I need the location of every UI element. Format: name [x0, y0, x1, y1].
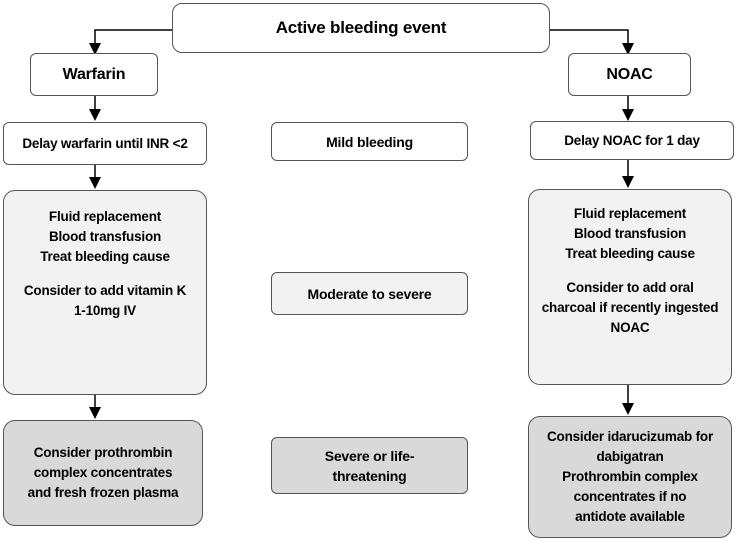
noac-severe-box: Consider idarucizumab for dabigatran Pro… — [528, 416, 732, 538]
warfarin-moderate-line-2: Blood transfusion — [48, 229, 162, 244]
warfarin-moderate-line-6: 1-10mg IV — [74, 303, 136, 318]
warfarin-box: Warfarin — [30, 53, 158, 96]
noac-mild-label: Delay NOAC for 1 day — [564, 132, 700, 148]
active-bleeding-event-box: Active bleeding event — [172, 3, 550, 53]
noac-label: NOAC — [606, 65, 653, 83]
moderate-to-severe-box: Moderate to severe — [271, 272, 468, 315]
arrow-top-to-noac — [550, 29, 634, 55]
mild-bleeding-box: Mild bleeding — [271, 122, 468, 161]
warfarin-moderate-box: Fluid replacement Blood transfusion Trea… — [3, 190, 207, 395]
warfarin-mild-label: Delay warfarin until INR <2 — [22, 135, 188, 151]
severe-life-threatening-line-1: Severe or life- — [324, 447, 415, 464]
severe-life-threatening-box: Severe or life- threatening — [271, 437, 468, 494]
warfarin-moderate-line-5: Consider to add vitamin K — [23, 283, 187, 298]
warfarin-severe-box: Consider prothrombin complex concentrate… — [3, 420, 203, 526]
warfarin-mild-box: Delay warfarin until INR <2 — [3, 122, 207, 165]
noac-severe-line-5: antidote available — [575, 509, 685, 524]
mild-bleeding-label: Mild bleeding — [326, 133, 413, 150]
noac-moderate-line-6: charcoal if recently ingested — [541, 300, 719, 315]
noac-moderate-line-1: Fluid replacement — [573, 206, 687, 221]
warfarin-moderate-line-1: Fluid replacement — [48, 209, 162, 224]
noac-moderate-line-5: Consider to add oral — [566, 280, 694, 295]
warfarin-severe-line-2: complex concentrates — [33, 465, 173, 480]
severe-life-threatening-line-2: threatening — [332, 467, 407, 484]
warfarin-label: Warfarin — [62, 65, 126, 83]
noac-moderate-line-7: NOAC — [610, 320, 650, 335]
noac-severe-line-1: Consider idarucizumab for — [546, 429, 714, 444]
noac-severe-line-4: concentrates if no — [573, 489, 687, 504]
noac-severe-line-3: Prothrombin complex — [562, 469, 698, 484]
noac-moderate-line-2: Blood transfusion — [573, 226, 687, 241]
active-bleeding-event-label: Active bleeding event — [275, 18, 447, 37]
warfarin-severe-line-1: Consider prothrombin — [33, 445, 173, 460]
moderate-to-severe-label: Moderate to severe — [307, 285, 432, 302]
noac-moderate-box: Fluid replacement Blood transfusion Trea… — [528, 189, 732, 385]
warfarin-moderate-line-3: Treat bleeding cause — [40, 249, 170, 264]
noac-mild-box: Delay NOAC for 1 day — [530, 121, 734, 160]
noac-moderate-line-3: Treat bleeding cause — [565, 246, 695, 261]
noac-severe-line-2: dabigatran — [596, 449, 664, 464]
warfarin-severe-line-3: and fresh frozen plasma — [27, 485, 179, 500]
arrow-top-to-warfarin — [89, 29, 172, 55]
noac-box: NOAC — [568, 53, 691, 96]
